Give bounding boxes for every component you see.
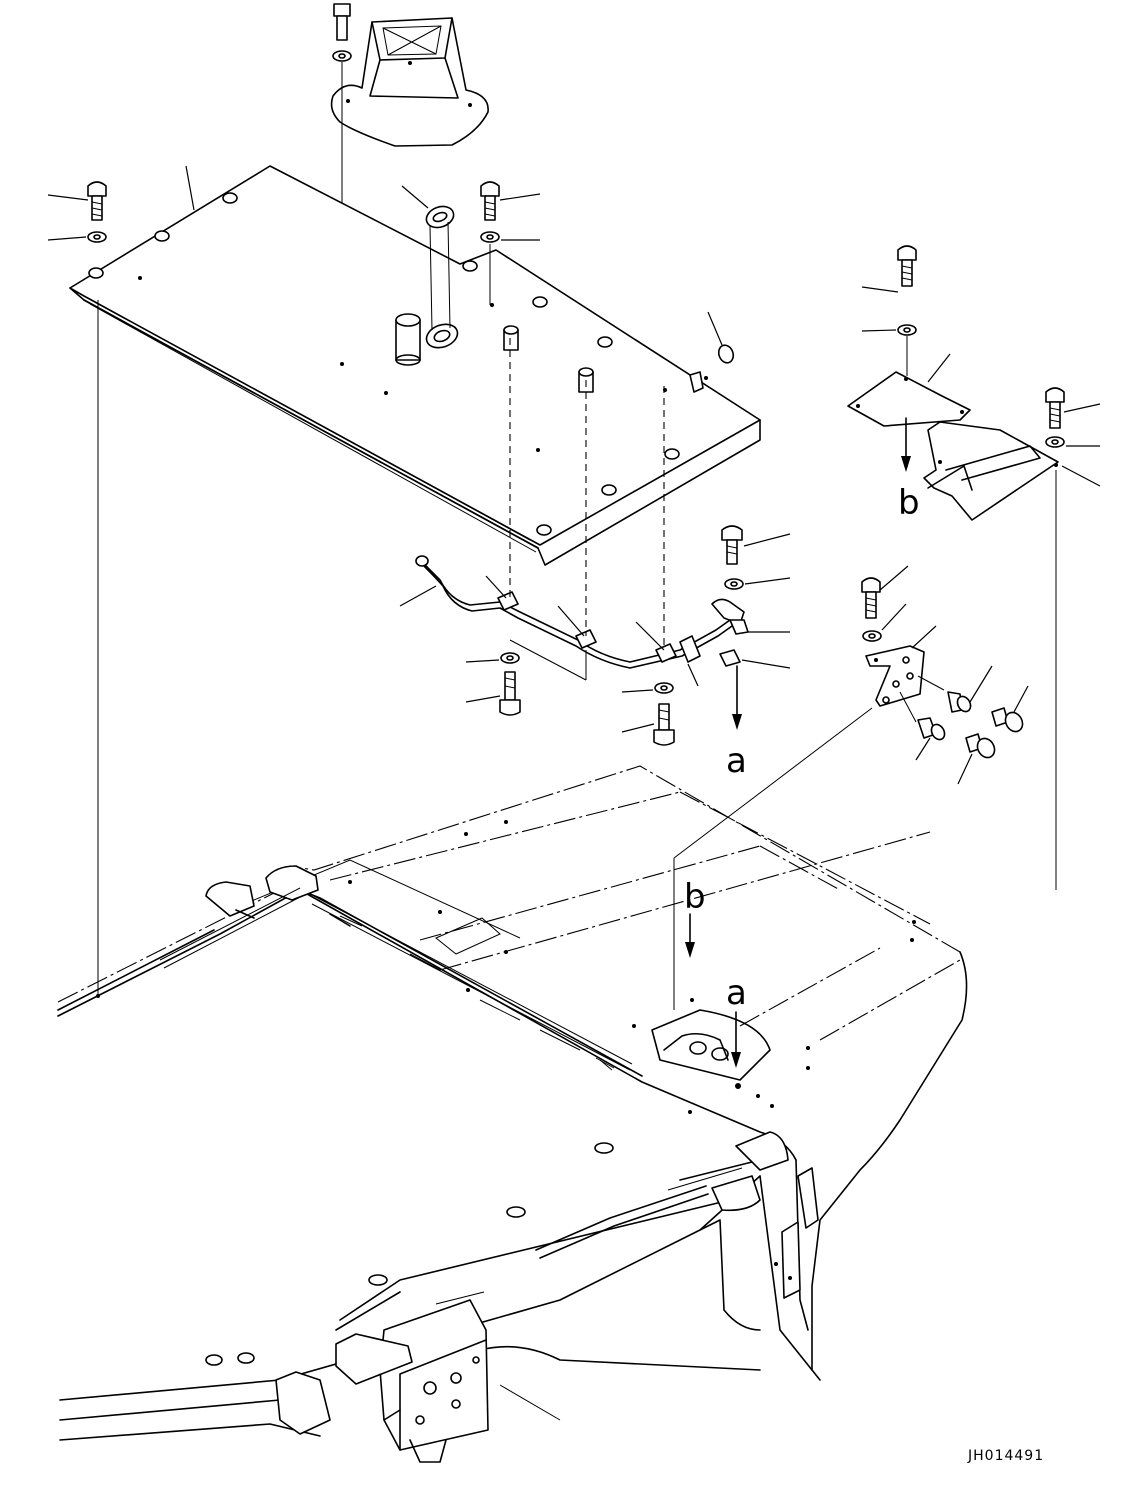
washer <box>621 682 674 694</box>
washer <box>465 652 520 664</box>
bracket <box>865 625 945 723</box>
bolt <box>1045 387 1101 429</box>
grommet <box>707 311 735 364</box>
connector <box>711 598 791 669</box>
view-arrow-a: a <box>726 665 747 781</box>
view-label-a: a <box>726 741 747 781</box>
grommet <box>401 185 459 349</box>
cab-roof-cover <box>69 165 761 566</box>
duct-cover <box>330 17 489 147</box>
washer <box>861 324 917 336</box>
bolt <box>861 565 909 619</box>
view-label-b-lower: b <box>684 877 706 917</box>
bolt <box>621 703 675 746</box>
mounting-bosses <box>88 192 680 536</box>
view-label-b: b <box>898 483 920 523</box>
view-arrow-b-lower: b <box>684 877 706 958</box>
washer <box>724 577 791 590</box>
washer <box>47 231 107 243</box>
bolt <box>480 181 541 221</box>
washer <box>480 231 540 243</box>
washer <box>1045 436 1100 448</box>
washer <box>862 603 907 642</box>
screw <box>915 665 1029 785</box>
bolt <box>47 181 107 221</box>
drawing-id: JH014491 <box>967 1448 1044 1464</box>
plate <box>847 353 971 427</box>
clamp <box>485 575 701 687</box>
bolt <box>861 245 917 293</box>
cab-roof-body <box>57 765 968 1463</box>
bolt <box>721 525 791 565</box>
view-label-a-lower: a <box>726 973 747 1013</box>
bolt <box>465 671 521 716</box>
bolt <box>332 3 352 62</box>
harness <box>399 555 733 669</box>
view-arrow-a-lower: a <box>726 973 747 1068</box>
plate <box>923 421 1101 521</box>
